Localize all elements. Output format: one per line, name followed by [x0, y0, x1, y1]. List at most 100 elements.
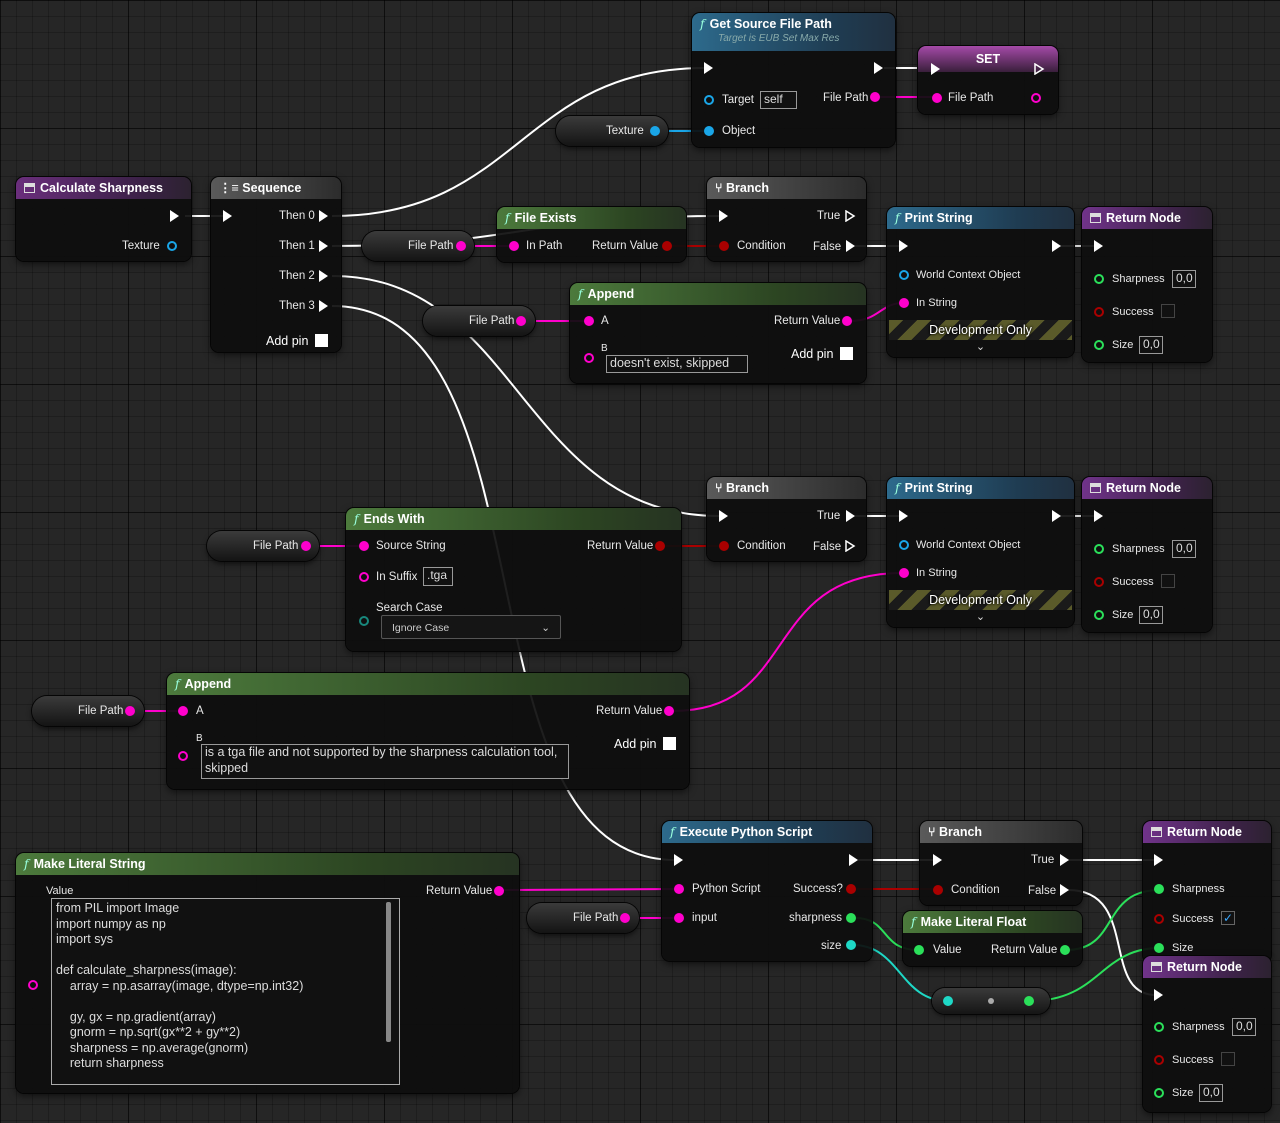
a-pin[interactable] — [178, 706, 188, 716]
code-scrollbar[interactable] — [386, 902, 391, 1042]
exec-in-pin[interactable] — [223, 210, 232, 222]
world-context-pin[interactable] — [899, 540, 909, 550]
exec-in-pin[interactable] — [933, 854, 942, 866]
add-pin-button[interactable]: Add pin — [791, 347, 854, 361]
node-return-4[interactable]: Return Node Sharpness 0,0 Success Size 0… — [1143, 956, 1271, 1112]
size-value[interactable]: 0,0 — [1139, 606, 1163, 624]
exec-in-pin[interactable] — [1094, 240, 1103, 252]
source-string-pin[interactable] — [359, 541, 369, 551]
filepath-in-pin[interactable] — [932, 93, 942, 103]
success-pin[interactable] — [1154, 914, 1164, 924]
success-checkbox[interactable]: ✓ — [1221, 911, 1235, 925]
sharpness-pin[interactable] — [1154, 884, 1164, 894]
input-pin[interactable] — [674, 913, 684, 923]
filepath-variable[interactable]: File Path — [527, 903, 639, 933]
then1-pin[interactable] — [319, 240, 328, 252]
search-case-dropdown[interactable]: Ignore Case⌄ — [381, 615, 561, 639]
true-pin[interactable] — [1060, 854, 1069, 866]
return-value-pin[interactable] — [494, 886, 504, 896]
sharpness-value[interactable]: 0,0 — [1172, 540, 1196, 558]
add-pin-button[interactable]: Add pin — [266, 334, 329, 348]
size-pin[interactable] — [1154, 943, 1164, 953]
exec-out-pin[interactable] — [1033, 63, 1045, 75]
exec-in-pin[interactable] — [1154, 854, 1163, 866]
exec-in-pin[interactable] — [899, 240, 908, 252]
exec-out-pin[interactable] — [1052, 240, 1061, 252]
exec-out-pin[interactable] — [849, 854, 858, 866]
expand-chevron-icon[interactable]: ⌄ — [975, 341, 986, 353]
exec-in-pin[interactable] — [899, 510, 908, 522]
condition-pin[interactable] — [933, 885, 943, 895]
exec-in-pin[interactable] — [704, 62, 713, 74]
sharpness-pin[interactable] — [1094, 274, 1104, 284]
exec-out-pin[interactable] — [1052, 510, 1061, 522]
filepath-variable[interactable]: File Path — [362, 231, 474, 261]
b-pin[interactable] — [584, 353, 594, 363]
exec-in-pin[interactable] — [719, 210, 728, 222]
value-pin[interactable] — [28, 980, 38, 990]
success-checkbox[interactable] — [1161, 574, 1175, 588]
sharpness-pin[interactable] — [1094, 544, 1104, 554]
filepath-out-pin[interactable] — [870, 92, 880, 102]
add-pin-button[interactable]: Add pin — [614, 737, 677, 751]
filepath-variable[interactable]: File Path — [32, 696, 144, 726]
node-sequence[interactable]: ⋮≡ Sequence Then 0 Then 1 Then 2 Then 3 … — [211, 177, 341, 352]
node-branch-1[interactable]: ⑂ Branch True Condition False — [707, 177, 866, 261]
return-value-pin[interactable] — [1060, 945, 1070, 955]
node-return-1[interactable]: Return Node Sharpness 0,0 Success Size 0… — [1082, 207, 1212, 362]
filepath-out-pin[interactable] — [456, 241, 466, 251]
size-value[interactable]: 0,0 — [1199, 1084, 1223, 1102]
reroute-node[interactable] — [932, 988, 1050, 1014]
reroute-out-pin[interactable] — [1024, 996, 1034, 1006]
object-pin[interactable] — [704, 126, 714, 136]
node-return-3[interactable]: Return Node Sharpness Success ✓ Size — [1143, 821, 1271, 963]
target-value[interactable]: self — [760, 91, 797, 109]
texture-out-pin[interactable] — [650, 126, 660, 136]
b-value-input[interactable]: doesn't exist, skipped — [606, 355, 748, 373]
filepath-variable[interactable]: File Path — [207, 531, 319, 561]
target-pin[interactable] — [704, 95, 714, 105]
exec-out-pin[interactable] — [170, 210, 179, 222]
texture-variable[interactable]: Texture — [556, 116, 668, 146]
size-out-pin[interactable] — [846, 940, 856, 950]
node-set[interactable]: SET File Path — [918, 46, 1058, 114]
node-return-2[interactable]: Return Node Sharpness 0,0 Success Size 0… — [1082, 477, 1212, 632]
expand-chevron-icon[interactable]: ⌄ — [975, 611, 986, 623]
return-value-pin[interactable] — [662, 241, 672, 251]
world-context-pin[interactable] — [899, 270, 909, 280]
success-pin[interactable] — [1094, 307, 1104, 317]
exec-in-pin[interactable] — [931, 63, 940, 75]
return-value-pin[interactable] — [664, 706, 674, 716]
return-value-pin[interactable] — [842, 316, 852, 326]
size-pin[interactable] — [1154, 1088, 1164, 1098]
return-value-pin[interactable] — [655, 541, 665, 551]
sharpness-value[interactable]: 0,0 — [1232, 1018, 1256, 1036]
node-branch-3[interactable]: ⑂ Branch True Condition False — [920, 821, 1082, 905]
success-out-pin[interactable] — [846, 884, 856, 894]
inpath-pin[interactable] — [509, 241, 519, 251]
sharpness-out-pin[interactable] — [846, 913, 856, 923]
node-branch-2[interactable]: ⑂ Branch True Condition False — [707, 477, 866, 561]
success-pin[interactable] — [1094, 577, 1104, 587]
then3-pin[interactable] — [319, 300, 328, 312]
python-script-pin[interactable] — [674, 884, 684, 894]
exec-in-pin[interactable] — [674, 854, 683, 866]
filepath-out-pin[interactable] — [620, 913, 630, 923]
size-pin[interactable] — [1094, 340, 1104, 350]
reroute-in-pin[interactable] — [943, 996, 953, 1006]
filepath-out-pin[interactable] — [1031, 93, 1041, 103]
false-pin[interactable] — [1060, 884, 1069, 896]
condition-pin[interactable] — [719, 541, 729, 551]
false-pin[interactable] — [844, 540, 856, 552]
a-pin[interactable] — [584, 316, 594, 326]
size-pin[interactable] — [1094, 610, 1104, 620]
true-pin[interactable] — [846, 510, 855, 522]
b-value-input[interactable]: is a tga file and not supported by the s… — [201, 744, 569, 779]
